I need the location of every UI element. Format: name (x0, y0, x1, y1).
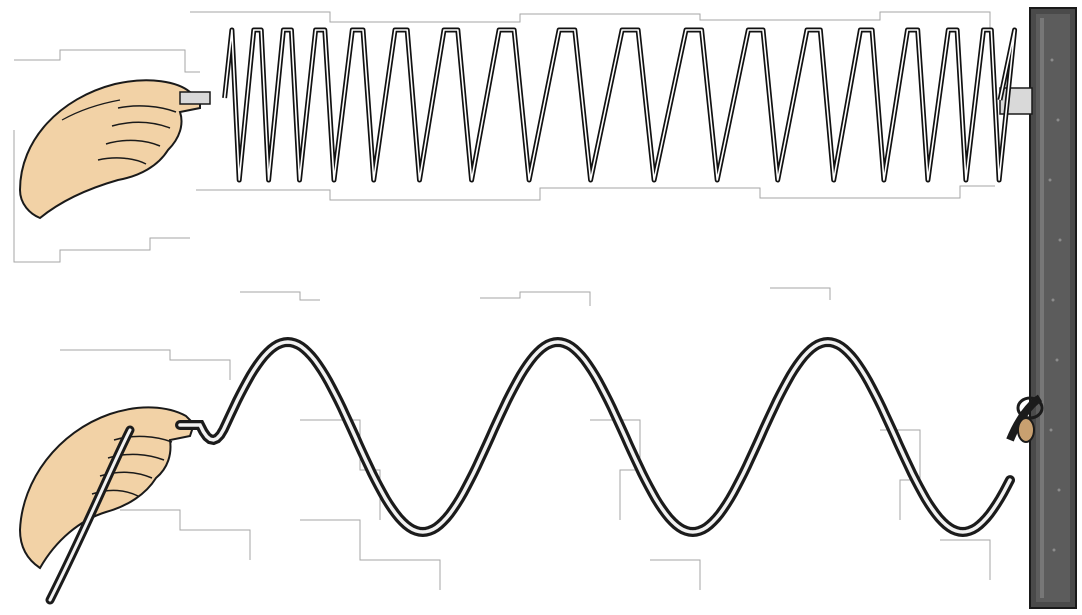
rope-highlight (178, 340, 1012, 534)
background-trace-artifacts (13, 11, 995, 590)
wall-post-highlight (1040, 18, 1044, 598)
rope-knot (1006, 394, 1044, 443)
rope-tail-highlight (48, 428, 132, 602)
rope-outline (175, 336, 1015, 538)
wall-post-texture (1048, 58, 1062, 552)
rope (175, 336, 1015, 538)
spring-left-connector (179, 91, 211, 105)
spring-coil-highlight (223, 29, 1016, 181)
spring (222, 27, 1018, 183)
wall-post (1029, 7, 1077, 609)
hand-top (18, 79, 201, 220)
